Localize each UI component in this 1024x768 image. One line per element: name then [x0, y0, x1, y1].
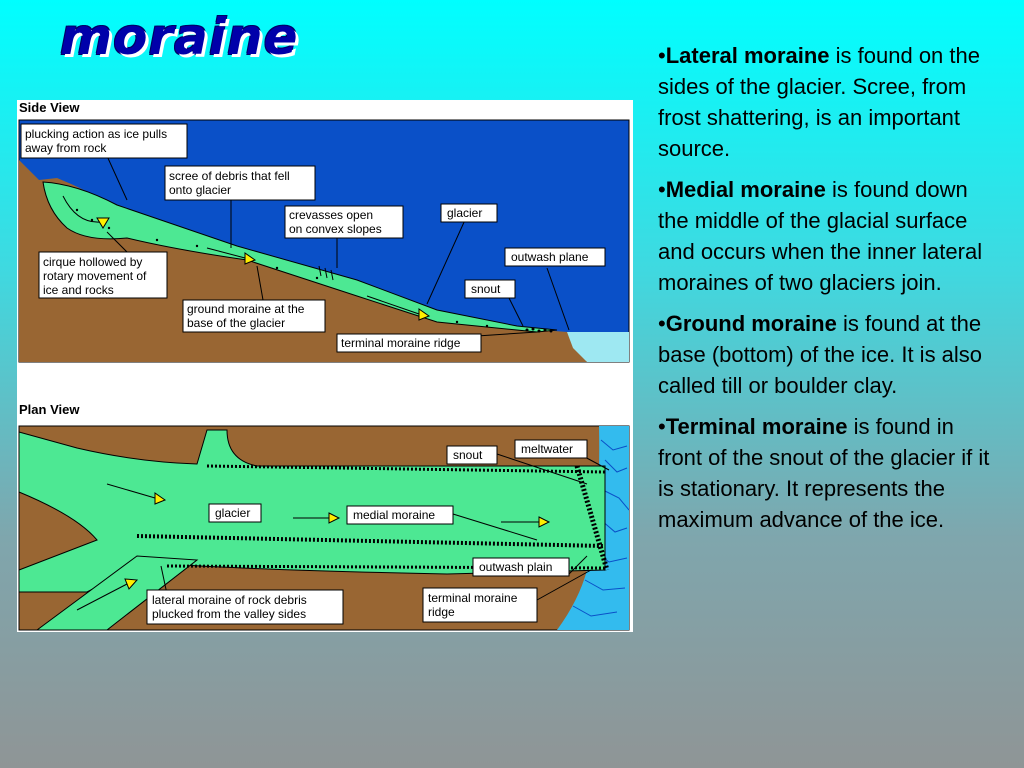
- svg-text:medial moraine: medial moraine: [353, 508, 435, 522]
- svg-text:glacier: glacier: [215, 506, 250, 520]
- svg-text:away from rock: away from rock: [25, 141, 107, 155]
- diagram-svg: Side View: [18, 100, 630, 631]
- side-flow-arrows: [62, 195, 431, 321]
- bullet-medial: •Medial moraine is found down the middle…: [658, 177, 983, 295]
- svg-text:plucked from the valley sides: plucked from the valley sides: [152, 607, 306, 621]
- plan-label-meltwater: meltwater: [514, 439, 588, 459]
- bullet-terminal: •Terminal moraine is found in front of t…: [658, 414, 990, 532]
- side-label-scree: scree of debris that fell onto glacier: [164, 165, 316, 201]
- plan-tributary: [35, 555, 199, 631]
- side-glacier: [42, 181, 558, 333]
- svg-text:cirque hollowed by: cirque hollowed by: [43, 255, 142, 269]
- side-rock: [19, 160, 587, 362]
- plan-label-terminal: terminal moraine ridge: [422, 587, 538, 623]
- svg-text:ice and rocks: ice and rocks: [43, 283, 114, 297]
- bullet-lateral: •Lateral moraine is found on the sides o…: [658, 43, 980, 161]
- svg-text:ground moraine at the: ground moraine at the: [187, 302, 305, 316]
- plan-label-glacier: glacier: [208, 503, 262, 523]
- plan-flow-arrows: [76, 483, 551, 611]
- side-label-cirque: cirque hollowed by rotary movement of ic…: [38, 251, 168, 299]
- svg-text:outwash plain: outwash plain: [479, 560, 552, 574]
- svg-text:plucking action as ice pulls: plucking action as ice pulls: [25, 127, 167, 141]
- svg-text:terminal moraine ridge: terminal moraine ridge: [341, 336, 461, 350]
- side-label-glacier: glacier: [440, 203, 498, 223]
- svg-text:on convex slopes: on convex slopes: [289, 222, 382, 236]
- svg-text:base of the glacier: base of the glacier: [187, 316, 285, 330]
- plan-meltwater-area: [557, 426, 629, 630]
- side-outwash-water: [565, 332, 629, 362]
- plan-leader-lines: [160, 453, 610, 601]
- plan-label-outwash: outwash plain: [472, 557, 570, 577]
- side-label-outwash: outwash plane: [504, 247, 606, 267]
- plan-glacier: [18, 429, 606, 593]
- svg-text:crevasses open: crevasses open: [289, 208, 373, 222]
- svg-text:scree of debris that fell: scree of debris that fell: [169, 169, 290, 183]
- side-label-terminal: terminal moraine ridge: [336, 333, 482, 353]
- side-label-crevasses: crevasses open on convex slopes: [284, 205, 404, 239]
- side-leader-lines: [106, 155, 570, 337]
- svg-text:snout: snout: [471, 282, 501, 296]
- side-crevasses: [318, 265, 334, 281]
- plan-view-heading: Plan View: [19, 402, 80, 417]
- side-view-heading: Side View: [19, 100, 80, 115]
- side-label-plucking: plucking action as ice pulls away from r…: [20, 123, 188, 159]
- svg-text:outwash plane: outwash plane: [511, 250, 589, 264]
- plan-label-medial: medial moraine: [346, 505, 454, 525]
- moraine-bullet-list: •Lateral moraine is found on the sides o…: [658, 40, 998, 545]
- svg-text:meltwater: meltwater: [521, 442, 573, 456]
- bullet-ground: •Ground moraine is found at the base (bo…: [658, 311, 983, 398]
- svg-text:snout: snout: [453, 448, 483, 462]
- svg-text:ridge: ridge: [428, 605, 455, 619]
- side-label-snout: snout: [464, 279, 516, 299]
- page-title: moraine: [60, 8, 299, 66]
- svg-text:glacier: glacier: [447, 206, 482, 220]
- svg-text:lateral moraine of rock debris: lateral moraine of rock debris: [152, 593, 307, 607]
- plan-label-snout: snout: [446, 445, 498, 465]
- svg-text:onto glacier: onto glacier: [169, 183, 231, 197]
- side-debris: [75, 208, 553, 333]
- plan-label-lateral: lateral moraine of rock debris plucked f…: [146, 589, 344, 625]
- side-label-ground: ground moraine at the base of the glacie…: [182, 299, 326, 333]
- moraine-diagram: Side View: [17, 100, 633, 632]
- svg-text:rotary movement of: rotary movement of: [43, 269, 147, 283]
- svg-text:terminal moraine: terminal moraine: [428, 591, 518, 605]
